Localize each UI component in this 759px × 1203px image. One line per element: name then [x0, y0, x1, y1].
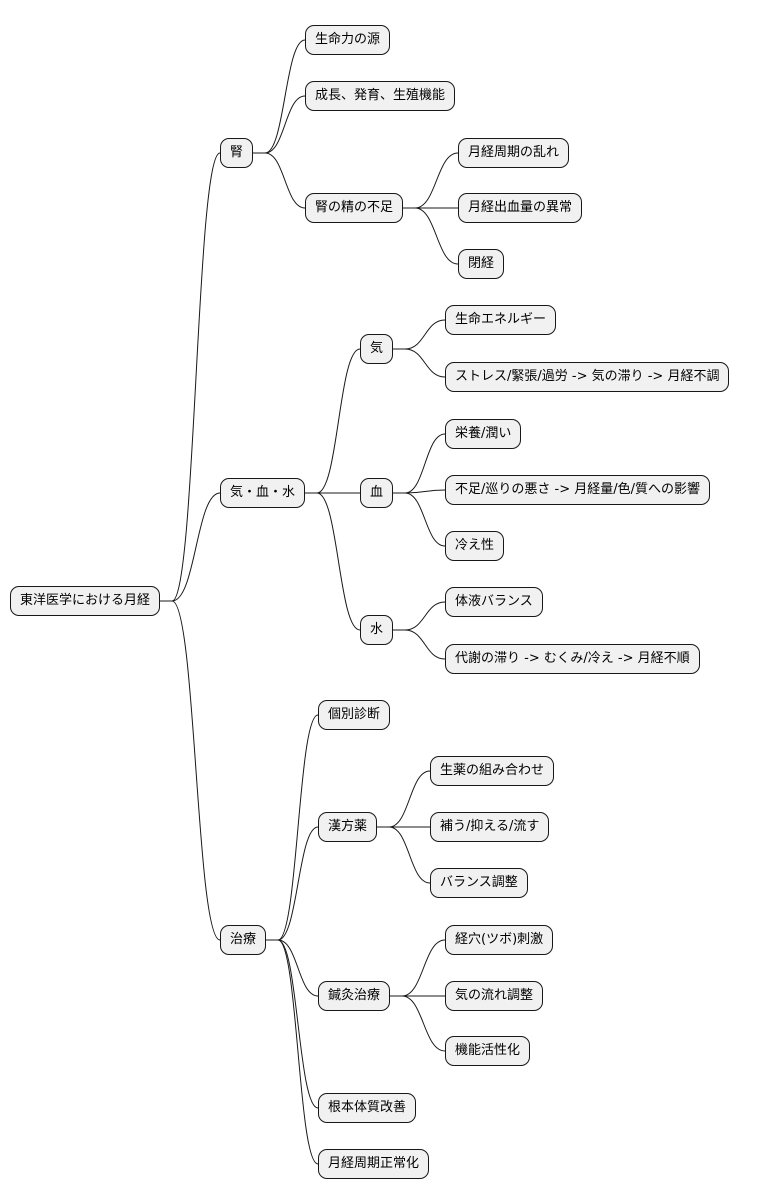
node-tonify-suppress-flow: 補う/抑える/流す [430, 812, 550, 842]
node-acupoint-stimulation: 経穴(ツボ)刺激 [445, 925, 554, 955]
node-function-activation: 機能活性化 [445, 1036, 531, 1066]
connector-ki-ki2 [393, 348, 446, 378]
connector-t3-t3c [390, 995, 446, 1052]
node-individual-diagnosis: 個別診断 [318, 700, 391, 730]
connector-kidney-k3 [253, 152, 306, 209]
connector-kidney-k1 [253, 39, 306, 154]
connector-t3-t3a [390, 939, 446, 997]
node-nourishment: 栄養/潤い [445, 419, 522, 449]
connector-root-treatment [160, 600, 221, 941]
node-cold-sensitivity: 冷え性 [445, 531, 505, 561]
connector-treatment-t2 [266, 826, 319, 941]
node-source-of-life: 生命力の源 [305, 25, 391, 55]
connector-ki-ki1 [393, 319, 446, 350]
connector-t2-t2c [377, 826, 431, 884]
node-balance-adjustment: バランス調整 [430, 868, 528, 898]
node-cycle-normalization: 月経周期正常化 [318, 1149, 430, 1179]
node-kidney: 腎 [220, 138, 254, 168]
connector-treatment-t1 [266, 714, 319, 941]
connector-kidney-k2 [253, 95, 306, 154]
connector-sui-su2 [393, 629, 446, 660]
connector-t2-t2a [377, 770, 431, 828]
node-sui: 水 [360, 615, 394, 645]
node-growth-reproduction: 成長、発育、生殖機能 [305, 81, 456, 111]
node-ki: 気 [360, 334, 394, 364]
node-menopause: 閉経 [458, 249, 505, 279]
node-metabolic-stagnation: 代謝の滞り -> むくみ/冷え -> 月経不順 [445, 644, 700, 674]
node-blood-deficiency-effects: 不足/巡りの悪さ -> 月経量/色/質への影響 [445, 475, 710, 505]
node-ketsu: 血 [360, 478, 394, 508]
connector-k3-k3a [403, 152, 459, 209]
connector-root-kiketsusui [160, 492, 221, 602]
node-kidney-essence-deficiency: 腎の精の不足 [305, 193, 404, 223]
node-ki-stagnation: ストレス/緊張/過労 -> 気の滞り -> 月経不調 [445, 362, 730, 392]
node-life-energy: 生命エネルギー [445, 305, 557, 335]
node-fluid-balance: 体液バランス [445, 587, 543, 617]
node-herb-combination: 生薬の組み合わせ [430, 756, 555, 786]
node-ki-ketsu-sui: 気・血・水 [220, 478, 306, 508]
node-treatment: 治療 [220, 925, 267, 955]
connector-root-kidney [160, 152, 221, 602]
connector-k3-k3c [403, 207, 459, 265]
node-root: 東洋医学における月経 [10, 586, 161, 616]
node-irregular-cycle: 月経周期の乱れ [458, 138, 570, 168]
node-acupuncture: 鍼灸治療 [318, 981, 391, 1011]
connector-sui-su1 [393, 601, 446, 631]
connector-treatment-t4 [266, 939, 319, 1109]
connector-ketsu-ke3 [393, 492, 446, 547]
connector-kiketsusui-ki [305, 348, 361, 494]
connector-ketsu-ke1 [393, 433, 446, 494]
node-ki-flow-adjustment: 気の流れ調整 [445, 981, 544, 1011]
connector-treatment-t5 [266, 939, 319, 1165]
node-kampo: 漢方薬 [318, 812, 378, 842]
node-abnormal-bleeding: 月経出血量の異常 [458, 193, 583, 223]
connector-kiketsusui-sui [305, 492, 361, 631]
node-constitution-improvement: 根本体質改善 [318, 1093, 417, 1123]
